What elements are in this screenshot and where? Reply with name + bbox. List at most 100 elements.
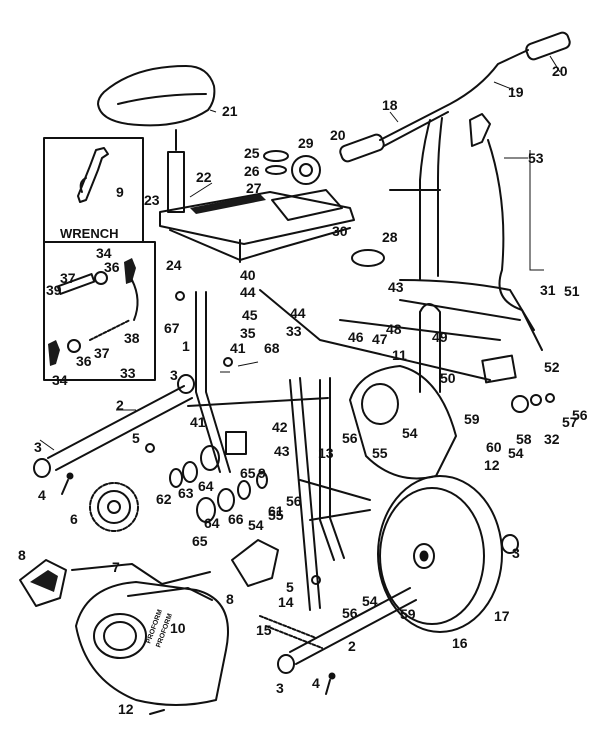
callout-c51: 51 <box>564 283 580 299</box>
callout-c65a: 65 <box>240 465 256 481</box>
bearing-stack <box>169 431 268 523</box>
callout-c17: 17 <box>494 608 510 624</box>
callout-c42: 42 <box>272 419 288 435</box>
callout-c5b: 5 <box>286 579 294 595</box>
callout-c46: 46 <box>348 329 364 345</box>
seat-post-knob-assembly <box>48 258 139 366</box>
callout-c39: 39 <box>46 282 62 298</box>
callout-c7: 7 <box>112 559 120 575</box>
callout-c32: 32 <box>544 431 560 447</box>
callout-c21: 21 <box>222 103 238 119</box>
callout-c31: 31 <box>540 282 556 298</box>
sprocket <box>89 482 139 532</box>
wrench-part <box>77 147 109 203</box>
callout-c33b: 33 <box>286 323 302 339</box>
callout-c13: 13 <box>318 445 334 461</box>
callout-c48: 48 <box>386 321 402 337</box>
handlebars <box>339 31 571 281</box>
callout-c68: 68 <box>264 340 280 356</box>
callout-c60: 60 <box>486 439 502 455</box>
callout-c47: 47 <box>372 331 388 347</box>
callout-c14: 14 <box>278 594 294 610</box>
callout-c25: 25 <box>244 145 260 161</box>
wrench-title: WRENCH <box>60 226 119 241</box>
callout-c8a: 8 <box>18 547 26 563</box>
callout-c18: 18 <box>382 97 398 113</box>
seat <box>97 65 216 213</box>
callout-c37a: 37 <box>60 270 76 286</box>
callout-c58: 58 <box>516 431 532 447</box>
callout-c67: 67 <box>164 320 180 336</box>
callout-c41b: 41 <box>190 414 206 430</box>
callout-c28: 28 <box>382 229 398 245</box>
callout-c44b: 44 <box>290 305 306 321</box>
callout-c54c: 54 <box>248 517 264 533</box>
flywheel-cover <box>349 365 457 480</box>
callout-c30: 30 <box>332 223 348 239</box>
callout-c22: 22 <box>196 169 212 185</box>
fasteners <box>61 291 336 715</box>
callout-c64a: 64 <box>198 478 214 494</box>
front-stabilizer <box>33 374 195 478</box>
callout-c38: 38 <box>124 330 140 346</box>
callout-c50: 50 <box>440 370 456 386</box>
callout-c40: 40 <box>240 267 256 283</box>
callout-c64b: 64 <box>204 515 220 531</box>
callout-c16: 16 <box>452 635 468 651</box>
callout-c62: 62 <box>156 491 172 507</box>
callout-c36a: 36 <box>104 259 120 275</box>
wrench-inset: WRENCH <box>43 137 144 243</box>
callout-c61: 61 <box>268 503 284 519</box>
callout-c35: 35 <box>240 325 256 341</box>
callout-c45: 45 <box>242 307 258 323</box>
callout-c34a: 34 <box>96 245 112 261</box>
callout-c5a: 5 <box>132 430 140 446</box>
callout-c27: 27 <box>246 180 262 196</box>
callout-c6: 6 <box>70 511 78 527</box>
callout-c15: 15 <box>256 622 272 638</box>
callout-c12b: 12 <box>118 701 134 717</box>
callout-c49: 49 <box>432 329 448 345</box>
callout-c66: 66 <box>228 511 244 527</box>
callout-c8b: 8 <box>226 591 234 607</box>
rear-stabilizer <box>277 534 519 674</box>
callout-c59b: 59 <box>400 606 416 622</box>
crank-and-pedals <box>19 539 279 607</box>
callout-c56a: 56 <box>342 430 358 446</box>
callout-c54a: 54 <box>402 425 418 441</box>
callout-c23: 23 <box>144 192 160 208</box>
chain-guard: PROFORM PROFORM <box>75 581 229 706</box>
callout-c9: 9 <box>116 184 124 200</box>
callout-c37b: 37 <box>94 345 110 361</box>
callout-c36b: 36 <box>76 353 92 369</box>
callout-c3c: 3 <box>512 545 520 561</box>
tension-cable <box>399 139 543 351</box>
callout-c55b: 55 <box>268 507 284 523</box>
callout-c53: 53 <box>528 150 544 166</box>
chain <box>259 615 323 649</box>
callout-c43b: 43 <box>274 443 290 459</box>
callout-c3d: 3 <box>276 680 284 696</box>
callout-c54d: 54 <box>362 593 378 609</box>
callout-c9b: 9 <box>258 465 266 481</box>
callout-c59a: 59 <box>464 411 480 427</box>
hardware-inset <box>43 241 156 381</box>
callout-c43a: 43 <box>388 279 404 295</box>
flywheel <box>377 475 503 633</box>
tension-bracket <box>419 303 555 413</box>
callout-c56d: 56 <box>342 605 358 621</box>
callout-c2a: 2 <box>116 397 124 413</box>
callout-c4b: 4 <box>312 675 320 691</box>
callout-c56b: 56 <box>572 407 588 423</box>
callout-c57: 57 <box>562 414 578 430</box>
callout-c34b: 34 <box>52 372 68 388</box>
callout-c4a: 4 <box>38 487 46 503</box>
callout-c12a: 12 <box>484 457 500 473</box>
callout-c41a: 41 <box>230 340 246 356</box>
callout-c33a: 33 <box>120 365 136 381</box>
callout-c26: 26 <box>244 163 260 179</box>
callout-c3a: 3 <box>170 367 178 383</box>
callout-c20a: 20 <box>330 127 346 143</box>
